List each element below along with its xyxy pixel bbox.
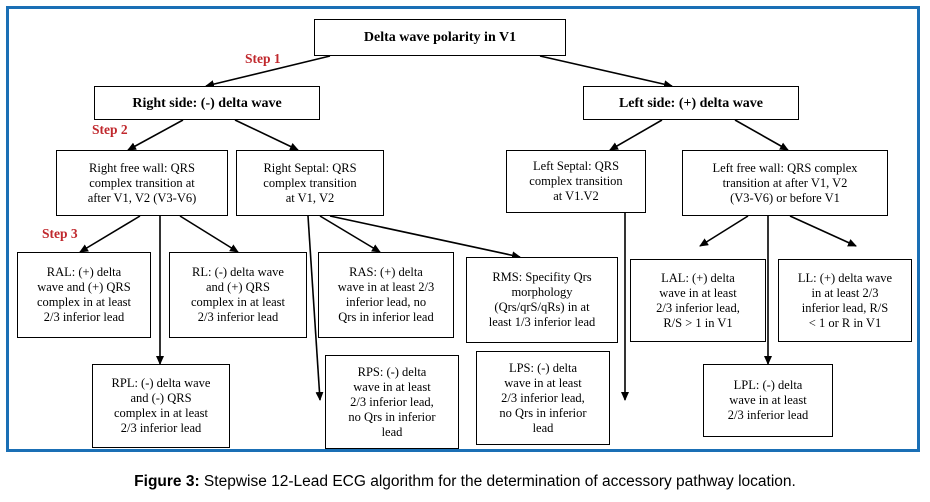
arrow-ll (789, 215, 857, 247)
ral-box: RAL: (+) delta wave and (+) QRS complex … (17, 252, 151, 338)
arrow-left-freewall (734, 119, 789, 151)
step-3-label: Step 3 (42, 226, 78, 241)
arrow-title-left (539, 55, 673, 89)
arrow-left-septal (609, 119, 663, 151)
arrow-ras (319, 215, 381, 253)
rl-box: RL: (-) delta wave and (+) QRS complex i… (169, 252, 307, 338)
rps-box: RPS: (-) delta wave in at least 2/3 infe… (325, 355, 459, 449)
left-septal-box: Left Septal: QRS complex transition at V… (506, 150, 646, 213)
right-side-box: Right side: (-) delta wave (94, 86, 320, 120)
rms-box: RMS: Specifity Qrs morphology (Qrs/qrS/q… (466, 257, 618, 343)
right-free-wall-box: Right free wall: QRS complex transition … (56, 150, 228, 216)
ll-box: LL: (+) delta wave in at least 2/3 infer… (778, 259, 912, 342)
arrow-rps (307, 215, 324, 401)
arrow-ral (79, 215, 141, 253)
arrow-lal (699, 215, 749, 247)
arrow-right-septal (234, 119, 299, 151)
figure-caption: Figure 3: Stepwise 12-Lead ECG algorithm… (0, 473, 930, 491)
arrow-rl (179, 215, 239, 253)
arrow-title-right (205, 55, 331, 89)
right-septal-box: Right Septal: QRS complex transition at … (236, 150, 384, 216)
arrow-rms (329, 215, 521, 260)
caption-label: Figure 3: (134, 473, 200, 490)
step-2-label: Step 2 (92, 122, 128, 137)
caption-text: Stepwise 12-Lead ECG algorithm for the d… (199, 473, 796, 490)
left-side-box: Left side: (+) delta wave (583, 86, 799, 120)
title-box: Delta wave polarity in V1 (314, 19, 566, 56)
step-1-label: Step 1 (245, 51, 281, 66)
flow-arrows (79, 55, 857, 401)
left-free-wall-box: Left free wall: QRS complex transition a… (682, 150, 888, 216)
lpl-box: LPL: (-) delta wave in at least 2/3 infe… (703, 364, 833, 437)
lal-box: LAL: (+) delta wave in at least 2/3 infe… (630, 259, 766, 342)
lps-box: LPS: (-) delta wave in at least 2/3 infe… (476, 351, 610, 445)
ras-box: RAS: (+) delta wave in at least 2/3 infe… (318, 252, 454, 338)
rpl-box: RPL: (-) delta wave and (-) QRS complex … (92, 364, 230, 448)
arrow-right-freewall (127, 119, 184, 151)
